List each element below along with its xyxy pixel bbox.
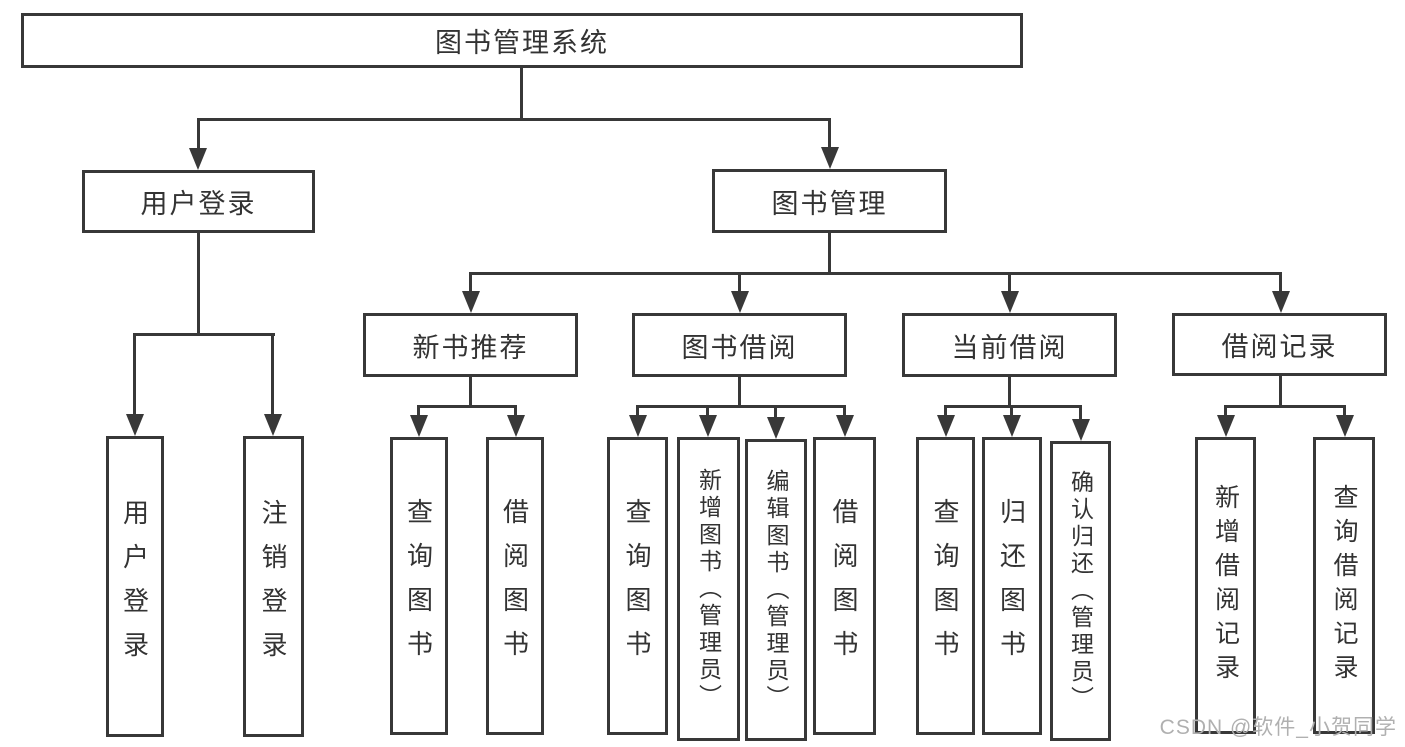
connector [417, 405, 420, 417]
node-query-books-3: 查询图书 [916, 437, 975, 735]
connector [706, 405, 709, 417]
connector [469, 272, 472, 294]
connector [197, 118, 200, 152]
node-query-borrow-record: 查询借阅记录 [1313, 437, 1375, 734]
node-user-login-label: 用户登录 [140, 189, 257, 219]
arrowhead-icon [507, 415, 525, 437]
arrowhead-icon [836, 415, 854, 437]
arrowhead-icon [1336, 415, 1354, 437]
node-book-management-label: 图书管理 [771, 188, 888, 219]
node-root: 图书管理系统 [21, 13, 1023, 68]
arrowhead-icon [126, 414, 144, 436]
connector [738, 377, 741, 408]
node-book-borrowing-label: 图书借阅 [681, 332, 798, 363]
connector [1008, 377, 1011, 408]
arrowhead-icon [1217, 415, 1235, 437]
node-edit-books-admin: 编辑图书（管理员） [745, 439, 807, 741]
arrowhead-icon [1001, 291, 1019, 313]
node-add-borrow-record: 新增借阅记录 [1195, 437, 1256, 734]
connector [514, 405, 517, 417]
connector [843, 405, 846, 417]
node-current-borrowing: 当前借阅 [902, 313, 1117, 377]
arrowhead-icon [629, 415, 647, 437]
arrowhead-icon [1272, 291, 1290, 313]
connector [469, 377, 472, 408]
connector [1224, 405, 1346, 408]
connector [197, 233, 200, 335]
node-return-books: 归还图书 [982, 437, 1042, 735]
connector [1079, 405, 1082, 419]
node-query-books-1: 查询图书 [390, 437, 448, 735]
node-book-management: 图书管理 [712, 169, 947, 233]
arrowhead-icon [1003, 415, 1021, 437]
connector [1224, 405, 1227, 417]
arrowhead-icon [699, 415, 717, 437]
node-borrow-records-label: 借阅记录 [1221, 332, 1338, 362]
node-book-borrowing: 图书借阅 [632, 313, 847, 377]
arrowhead-icon [410, 415, 428, 437]
connector [469, 272, 1281, 275]
arrowhead-icon [264, 414, 282, 436]
connector [520, 68, 523, 121]
node-login-leaf: 用户登录 [106, 436, 164, 737]
connector [636, 405, 846, 408]
node-borrow-books-1: 借阅图书 [486, 437, 544, 735]
arrowhead-icon [462, 291, 480, 313]
node-query-books-2: 查询图书 [607, 437, 668, 735]
node-confirm-return-admin: 确认归还（管理员） [1050, 441, 1111, 741]
arrowhead-icon [937, 415, 955, 437]
node-add-books-admin: 新增图书（管理员） [677, 437, 740, 741]
arrowhead-icon [731, 291, 749, 313]
node-logout-leaf: 注销登录 [243, 436, 304, 737]
arrowhead-icon [821, 147, 839, 169]
connector [944, 405, 947, 417]
connector [417, 405, 517, 408]
connector [271, 333, 274, 417]
connector [774, 405, 777, 417]
connector [636, 405, 639, 417]
connector [1279, 376, 1282, 408]
node-new-book-recommend-label: 新书推荐 [412, 332, 529, 363]
node-user-login: 用户登录 [82, 170, 315, 233]
connector [828, 118, 831, 151]
connector [1010, 405, 1013, 417]
node-root-label: 图书管理系统 [435, 28, 609, 58]
connector [133, 333, 275, 336]
node-current-borrowing-label: 当前借阅 [951, 332, 1068, 363]
connector [1343, 405, 1346, 417]
connector [1008, 272, 1011, 294]
arrowhead-icon [767, 417, 785, 439]
connector [1279, 272, 1282, 294]
arrowhead-icon [1072, 419, 1090, 441]
connector [828, 233, 831, 275]
node-new-book-recommend: 新书推荐 [363, 313, 578, 377]
connector [738, 272, 741, 294]
node-borrow-books-2: 借阅图书 [813, 437, 876, 735]
arrowhead-icon [189, 148, 207, 170]
connector [944, 405, 1082, 408]
connector [197, 118, 831, 121]
watermark: CSDN @软件_小贺同学 [1159, 716, 1397, 739]
connector [133, 333, 136, 417]
node-borrow-records: 借阅记录 [1172, 313, 1387, 376]
